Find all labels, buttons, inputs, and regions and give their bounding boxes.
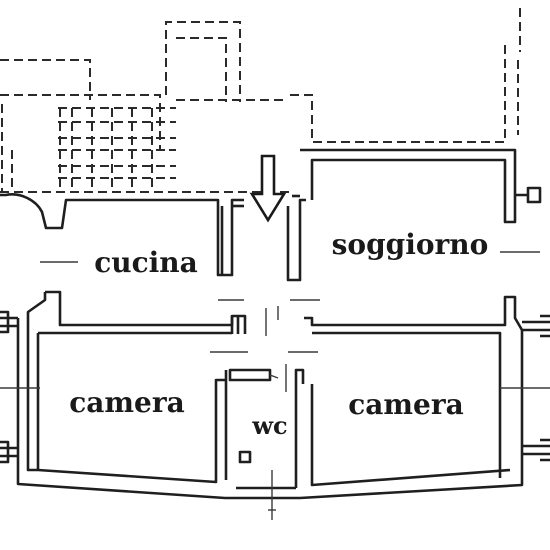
arrow-down-icon — [249, 154, 287, 223]
room-label-wc: wc — [251, 411, 287, 440]
room-label-living: soggiorno — [332, 228, 489, 261]
room-label-bedroom-left: camera — [69, 386, 185, 419]
solid-walls — [0, 148, 550, 500]
room-label-kitchen: cucina — [94, 246, 198, 279]
centre-lines — [0, 251, 550, 520]
room-label-bedroom-right: camera — [348, 388, 464, 421]
upper-dashed-structure — [0, 8, 521, 193]
